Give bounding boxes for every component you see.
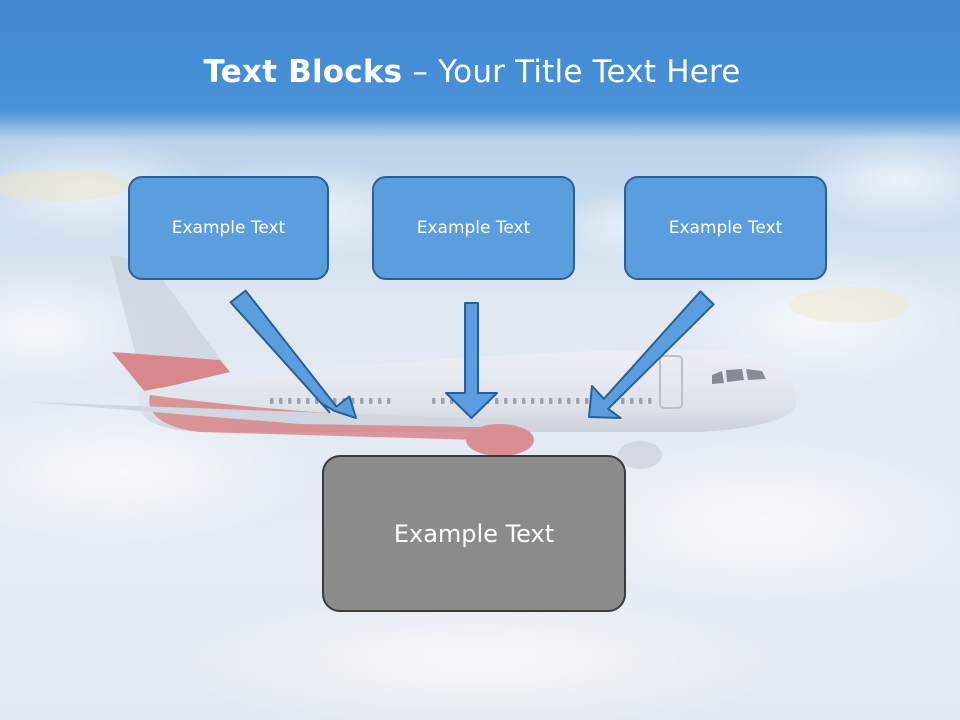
airplane-window [540,398,544,404]
text-block-3[interactable]: Example Text [624,176,827,280]
airplane-window [387,398,391,404]
airplane-window [639,398,643,404]
title-dash: – [402,54,439,90]
airplane-window [270,398,274,404]
airplane-window [630,398,634,404]
arrow-right-to-main [588,290,715,419]
airplane-window [279,398,283,404]
airplane-window [378,398,382,404]
text-block-2-label: Example Text [416,218,531,238]
airplane-window [288,398,292,404]
text-block-1-label: Example Text [171,218,286,238]
main-text-block-label: Example Text [393,519,555,548]
text-block-2[interactable]: Example Text [372,176,575,280]
airplane-window [513,398,517,404]
airplane-window [522,398,526,404]
airplane-window [495,398,499,404]
arrow-center-to-main [445,302,498,419]
airplane-window [576,398,580,404]
airplane-window [585,398,589,404]
text-block-3-label: Example Text [668,218,783,238]
airplane-window [558,398,562,404]
airplane-window [432,398,436,404]
airplane-window [549,398,553,404]
airplane-window [441,398,445,404]
text-block-1[interactable]: Example Text [128,176,329,280]
title-rest-text: Your Title Text Here [438,54,741,90]
airplane-window [621,398,625,404]
airplane-window [297,398,301,404]
main-text-block[interactable]: Example Text [322,455,626,612]
airplane-window [306,398,310,404]
title-bold-text: Text Blocks [203,54,403,90]
airplane-window [360,398,364,404]
airplane-window [504,398,508,404]
airplane-window [648,398,652,404]
arrow-left-to-main [229,289,357,419]
airplane-window [531,398,535,404]
airplane-window [369,398,373,404]
slide-title: Text Blocks – Your Title Text Here [0,54,944,90]
airplane-window [567,398,571,404]
